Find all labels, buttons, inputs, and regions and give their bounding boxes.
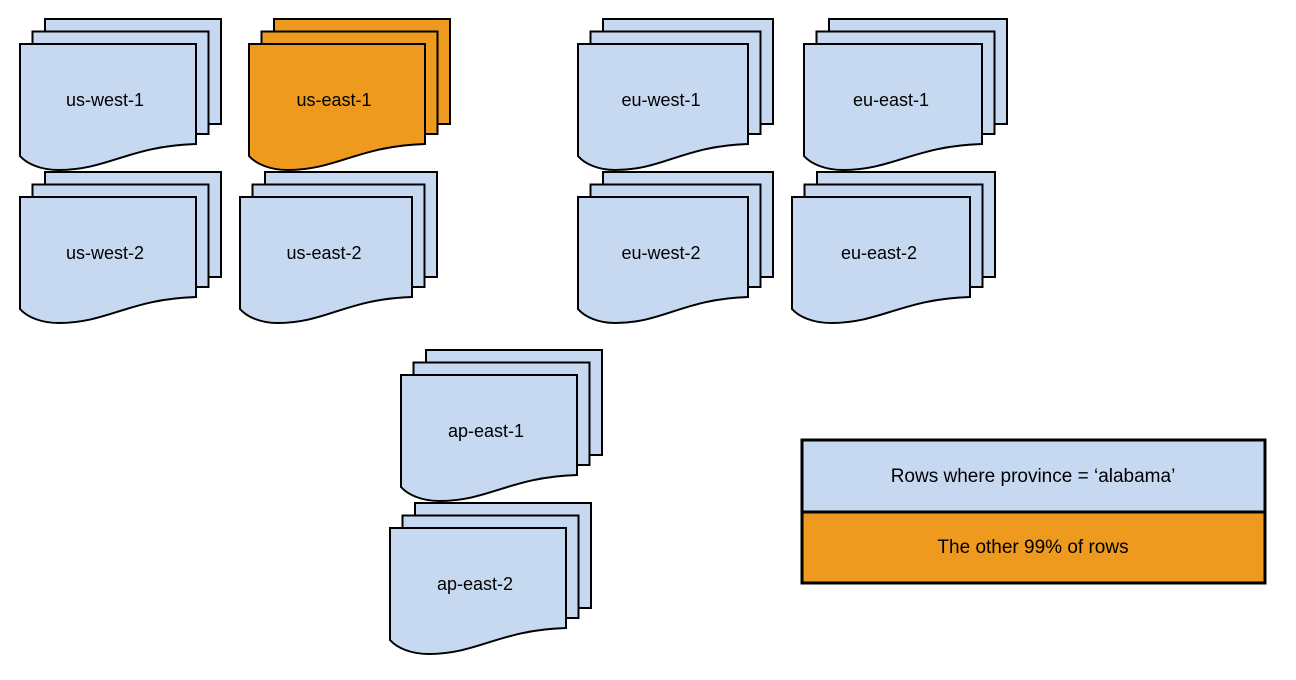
stack-sheet-front [19,196,197,325]
legend: Rows where province = ‘alabama’The other… [800,438,1267,585]
stack-sheet-front [803,43,983,172]
stack-sheet-front [248,43,426,172]
document-stack-ap-east-2[interactable]: ap-east-2 [389,502,592,656]
document-stack-eu-west-2[interactable]: eu-west-2 [577,171,774,325]
document-stack-us-west-2[interactable]: us-west-2 [19,171,222,325]
stack-sheet-front [389,527,567,656]
document-stack-us-east-2[interactable]: us-east-2 [239,171,438,325]
stack-sheet-front [19,43,197,172]
stack-sheet-front [239,196,413,325]
stack-sheet-front [791,196,971,325]
stack-sheet-front [577,43,749,172]
document-stack-eu-east-2[interactable]: eu-east-2 [791,171,996,325]
document-stack-us-west-1[interactable]: us-west-1 [19,18,222,172]
document-stack-us-east-1[interactable]: us-east-1 [248,18,451,172]
stack-sheet-front [400,374,578,503]
legend-other-swatch [800,510,1267,585]
document-stack-eu-east-1[interactable]: eu-east-1 [803,18,1008,172]
document-stack-ap-east-1[interactable]: ap-east-1 [400,349,603,503]
document-stack-eu-west-1[interactable]: eu-west-1 [577,18,774,172]
stack-sheet-front [577,196,749,325]
legend-highlight-swatch [800,438,1267,514]
